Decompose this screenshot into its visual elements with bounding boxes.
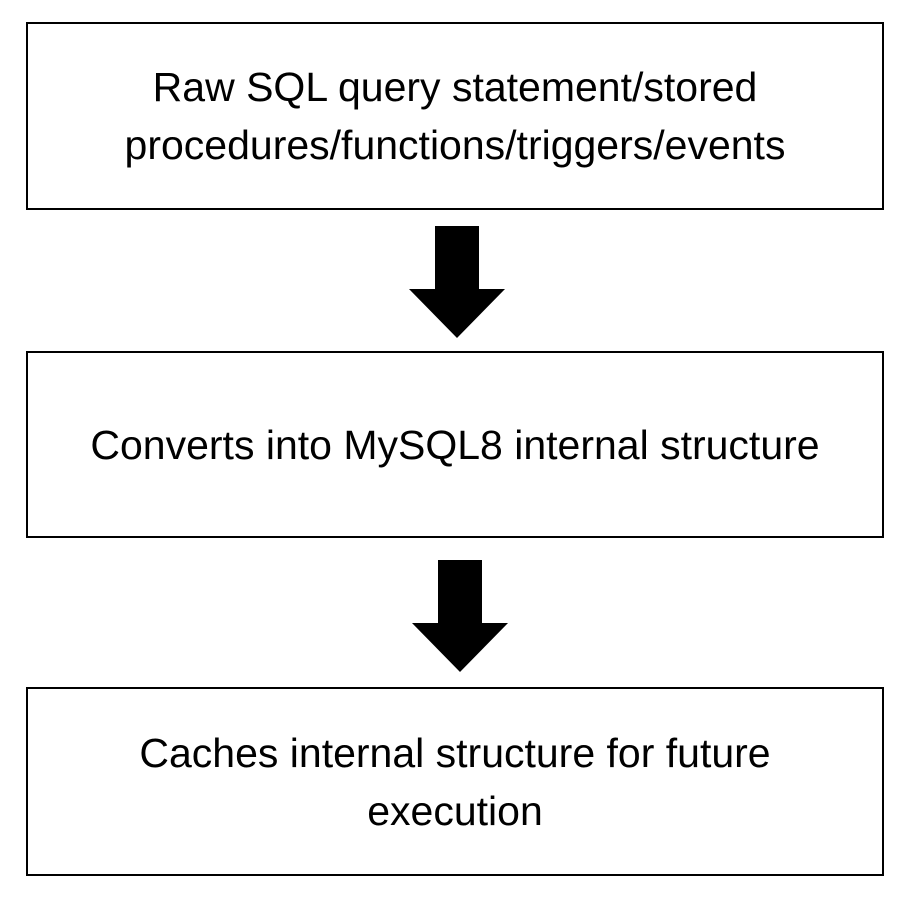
flow-step-raw-sql: Raw SQL query statement/stored procedure… <box>26 22 884 210</box>
flow-step-label: Caches internal structure for future exe… <box>139 729 771 834</box>
flow-step-cache: Caches internal structure for future exe… <box>26 687 884 876</box>
flow-step-label: Converts into MySQL8 internal structure <box>90 421 820 468</box>
down-arrow-icon <box>412 560 508 672</box>
flow-step-label: Raw SQL query statement/stored procedure… <box>124 64 786 168</box>
down-arrow-icon <box>409 226 505 338</box>
flow-step-convert: Converts into MySQL8 internal structure <box>26 351 884 538</box>
